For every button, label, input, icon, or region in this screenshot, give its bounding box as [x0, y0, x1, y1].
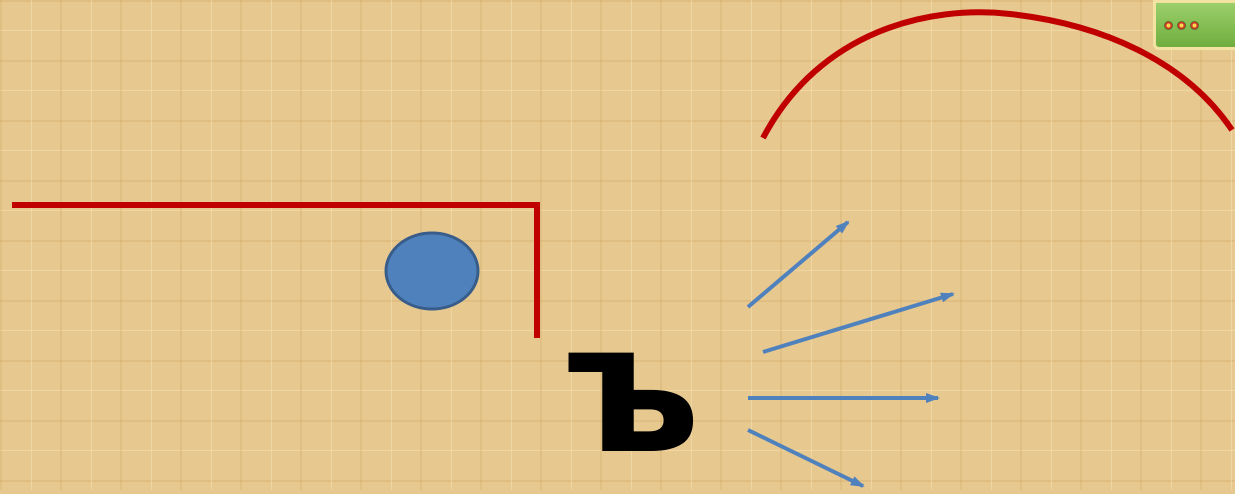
flower-border-icon — [1153, 0, 1235, 50]
hard-sign-letter: ъ — [565, 300, 700, 480]
blue-circle — [386, 233, 478, 309]
